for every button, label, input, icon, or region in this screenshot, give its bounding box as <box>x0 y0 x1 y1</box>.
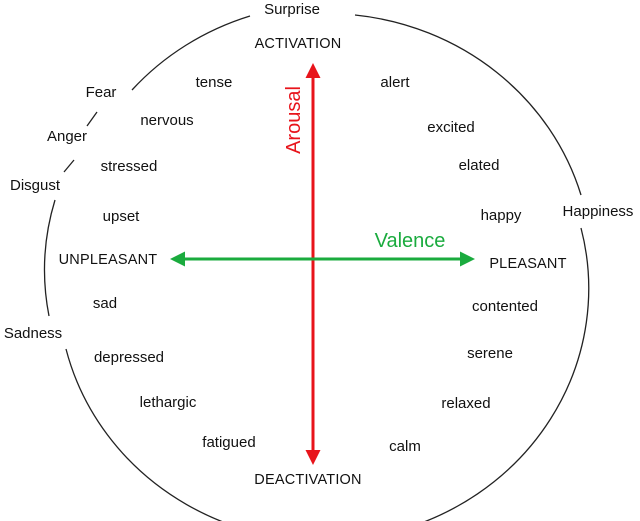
term-sad: sad <box>93 295 117 312</box>
pole-deactivation: DEACTIVATION <box>254 472 361 488</box>
circle-segment-disgust-anger <box>63 159 75 173</box>
circle-arc-right-bottom <box>65 227 590 521</box>
pole-unpleasant: UNPLEASANT <box>59 252 158 268</box>
arousal-axis-title: Arousal <box>283 86 305 154</box>
circle-arc-top-left <box>131 15 251 91</box>
emotion-surprise: Surprise <box>264 1 320 18</box>
term-serene: serene <box>467 345 513 362</box>
emotion-sadness: Sadness <box>4 325 62 342</box>
term-fatigued: fatigued <box>202 434 255 451</box>
term-contented: contented <box>472 298 538 315</box>
circle-arc-top-right <box>354 14 582 196</box>
term-alert: alert <box>380 74 410 91</box>
term-excited: excited <box>427 119 475 136</box>
term-nervous: nervous <box>140 112 193 129</box>
pole-activation: ACTIVATION <box>255 36 342 52</box>
valence-axis-title: Valence <box>375 230 446 252</box>
emotion-fear: Fear <box>86 84 117 101</box>
term-elated: elated <box>459 157 500 174</box>
pole-pleasant: PLEASANT <box>489 256 566 272</box>
term-stressed: stressed <box>101 158 158 175</box>
emotion-anger: Anger <box>47 128 87 145</box>
term-upset: upset <box>103 208 141 225</box>
emotion-disgust: Disgust <box>10 177 61 194</box>
term-depressed: depressed <box>94 349 164 366</box>
term-tense: tense <box>196 74 233 91</box>
emotion-happiness: Happiness <box>563 203 634 220</box>
term-relaxed: relaxed <box>441 395 490 412</box>
circle-segment-anger-fear <box>86 111 98 127</box>
term-calm: calm <box>389 438 421 455</box>
term-lethargic: lethargic <box>140 394 197 411</box>
circle-arc-left <box>43 199 56 317</box>
term-happy: happy <box>481 207 522 224</box>
